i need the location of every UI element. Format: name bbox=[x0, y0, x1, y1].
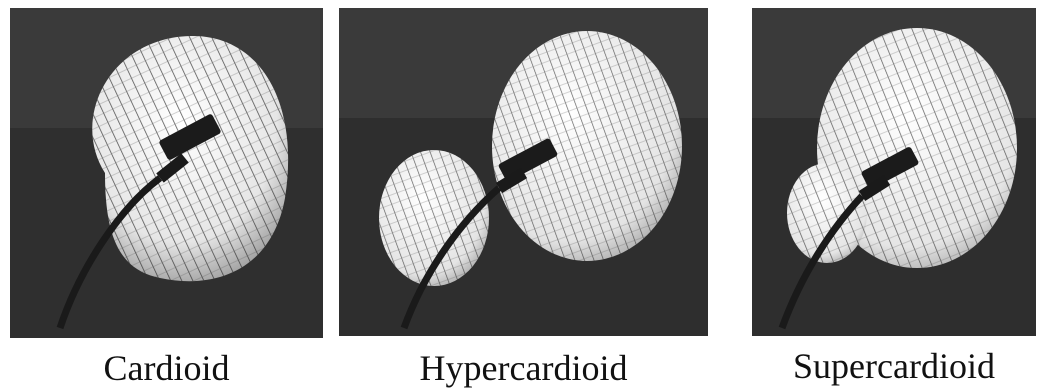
caption-hypercardioid: Hypercardioid bbox=[339, 350, 708, 386]
hypercardioid-photo bbox=[339, 8, 708, 336]
supercardioid-photo bbox=[752, 8, 1036, 336]
caption-cardioid: Cardioid bbox=[10, 350, 323, 386]
cardioid-photo bbox=[10, 8, 323, 338]
caption-supercardioid: Supercardioid bbox=[752, 348, 1036, 384]
